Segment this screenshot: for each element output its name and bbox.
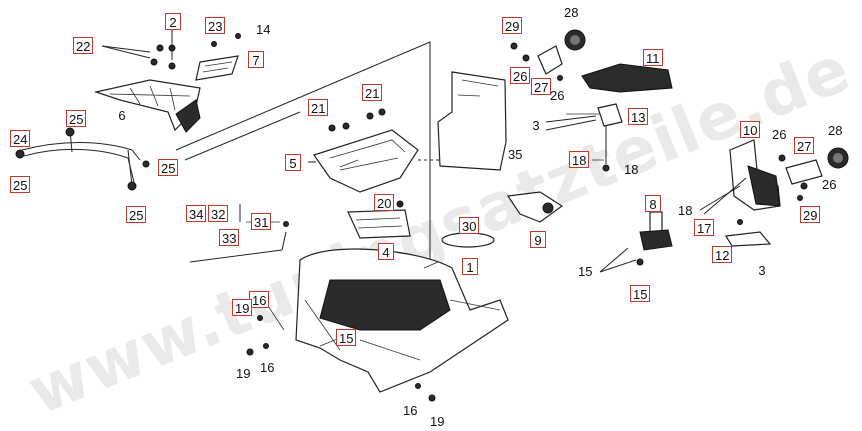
tail-light-part — [581, 63, 673, 93]
callout-16-a: 16 — [249, 291, 270, 308]
callout-35: 35 — [508, 147, 523, 162]
callout-27-b: 27 — [794, 137, 815, 154]
callout-24: 24 — [10, 130, 31, 147]
callout-18-a: 18 — [569, 151, 590, 168]
callout-21-a: 21 — [308, 99, 329, 116]
callout-19-c: 19 — [430, 414, 445, 429]
callout-29-b: 29 — [800, 206, 821, 223]
callout-25-c: 25 — [158, 159, 179, 176]
callout-15-b: 15 — [578, 264, 593, 279]
callout-3-b: 3 — [758, 263, 766, 278]
callout-25-b: 25 — [10, 176, 31, 193]
callout-25-d: 25 — [126, 206, 147, 223]
callout-11: 11 — [643, 49, 663, 66]
callout-20: 20 — [374, 194, 395, 211]
callout-12: 12 — [712, 246, 733, 263]
callout-16-b: 16 — [260, 360, 275, 375]
callout-32: 32 — [208, 205, 229, 222]
callout-7: 7 — [248, 51, 264, 68]
callout-17: 17 — [694, 219, 715, 236]
fasteners-lower — [246, 315, 436, 402]
bracket-small-part — [510, 42, 563, 81]
callout-30: 30 — [459, 217, 480, 234]
callout-19-a: 19 — [232, 299, 253, 316]
inner-fender-part — [437, 71, 507, 171]
callout-4: 4 — [378, 243, 394, 260]
callout-22: 22 — [73, 37, 94, 54]
turn-signal-mount-part — [545, 103, 623, 172]
callout-27-a: 27 — [531, 78, 552, 95]
callout-13: 13 — [628, 108, 649, 125]
frame-outline — [175, 41, 431, 268]
rear-body-part — [295, 248, 509, 393]
reflector-part — [564, 29, 586, 51]
latch-part — [506, 191, 564, 223]
luggage-rack-part — [93, 79, 201, 133]
cover-plate-part — [441, 232, 495, 248]
callout-26-c: 26 — [772, 127, 787, 142]
callout-9: 9 — [530, 231, 546, 248]
license-bracket-part — [699, 139, 781, 225]
bolts-top — [150, 33, 241, 70]
grab-bar-part — [15, 127, 150, 191]
rod-part — [189, 249, 283, 263]
callout-28-a: 28 — [564, 5, 579, 20]
callout-33: 33 — [219, 229, 240, 246]
callout-3-a: 3 — [532, 118, 540, 133]
lock-part — [599, 211, 673, 273]
callout-19-b: 19 — [236, 366, 251, 381]
storage-tray-part — [313, 108, 419, 193]
callout-16-c: 16 — [403, 403, 418, 418]
callout-21-b: 21 — [362, 84, 383, 101]
reflector-right-part — [778, 147, 849, 201]
callout-26-d: 26 — [822, 177, 837, 192]
callout-25-a: 25 — [66, 110, 87, 127]
callout-31: 31 — [251, 213, 272, 230]
callout-10: 10 — [740, 121, 761, 138]
bracket-part — [195, 55, 239, 81]
callout-1: 1 — [462, 258, 478, 275]
callout-26-b: 26 — [550, 88, 565, 103]
callout-2: 2 — [165, 13, 181, 30]
callout-28-b: 28 — [828, 123, 843, 138]
frame-outline-inner — [184, 111, 301, 161]
callout-5: 5 — [285, 154, 301, 171]
callout-18-c: 18 — [678, 203, 693, 218]
callout-34: 34 — [186, 205, 207, 222]
callout-18-b: 18 — [624, 162, 639, 177]
callout-15-a: 15 — [336, 329, 357, 346]
callout-14: 14 — [256, 22, 271, 37]
plate-bracket-part — [725, 231, 772, 247]
callout-6: 6 — [118, 108, 126, 123]
callout-26-a: 26 — [510, 67, 531, 84]
callout-15-c: 15 — [630, 285, 651, 302]
callout-29-a: 29 — [502, 17, 523, 34]
callout-8: 8 — [645, 195, 661, 212]
callout-23: 23 — [205, 17, 226, 34]
